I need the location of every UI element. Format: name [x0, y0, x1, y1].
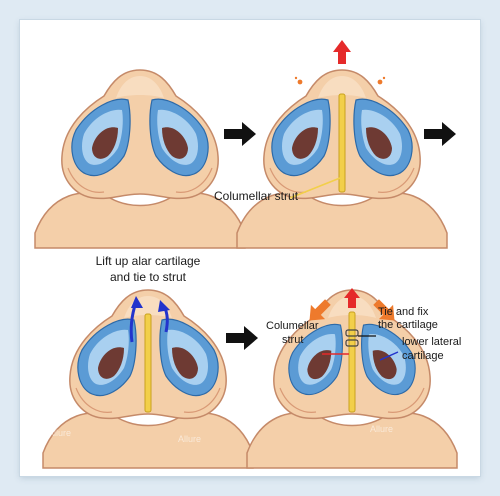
- tie-label-line2: the cartilage: [378, 319, 438, 331]
- orange-arrow-icon: [309, 299, 331, 321]
- columellar-strut-graft: [348, 311, 356, 413]
- watermark-text: Allure: [180, 50, 203, 60]
- step-arrow-icon: [424, 122, 456, 146]
- columellar-strut-graft: [144, 313, 152, 413]
- nose-base-illustration: [34, 69, 246, 249]
- columellar-label-line1: Columellar: [266, 320, 319, 332]
- llc-leader-line: [379, 351, 399, 361]
- tie-label-line1: Tie and fix: [378, 306, 429, 318]
- panel-step4: Allure: [246, 288, 458, 469]
- columellar-label-line2: strut: [282, 334, 303, 346]
- step-arrow-icon: [224, 122, 256, 146]
- diagram-frame: Allure Allure Allure Columellar strut Li…: [20, 20, 480, 476]
- panel-step3: Allure Allure: [42, 289, 254, 469]
- columellar-strut-label: Columellar strut: [214, 189, 299, 203]
- watermark-text: Allure: [178, 434, 201, 444]
- red-up-arrow-icon: [344, 288, 360, 308]
- red-up-arrow-icon: [333, 40, 351, 64]
- watermark-text: Allure: [48, 428, 71, 438]
- orange-arrow-icon: [373, 299, 395, 321]
- lower-lateral-label-line2: cartilage: [402, 350, 444, 362]
- lift-cartilage-label-line1: Lift up alar cartilage: [96, 254, 201, 268]
- watermark-text: Allure: [52, 44, 75, 54]
- lower-lateral-label-line1: lower lateral: [402, 336, 461, 348]
- blue-lift-arrow-icon: [129, 296, 143, 343]
- columellar-strut-graft: [338, 93, 346, 193]
- rhinoplasty-diagram: Allure Allure Allure Columellar strut Li…: [34, 40, 461, 469]
- suture-knot-icon: [345, 329, 359, 347]
- step-arrow-icon: [226, 326, 258, 350]
- panel-step2: Allure: [236, 40, 448, 249]
- orange-spark-icon: [294, 76, 386, 85]
- strut-leader-line: [289, 177, 341, 199]
- panel-step1: Allure Allure: [34, 44, 246, 249]
- watermark-text: Allure: [370, 424, 393, 434]
- lift-cartilage-label-line2: and tie to strut: [110, 270, 187, 284]
- watermark-text: Allure: [372, 52, 395, 62]
- blue-lift-arrow-icon: [158, 300, 170, 333]
